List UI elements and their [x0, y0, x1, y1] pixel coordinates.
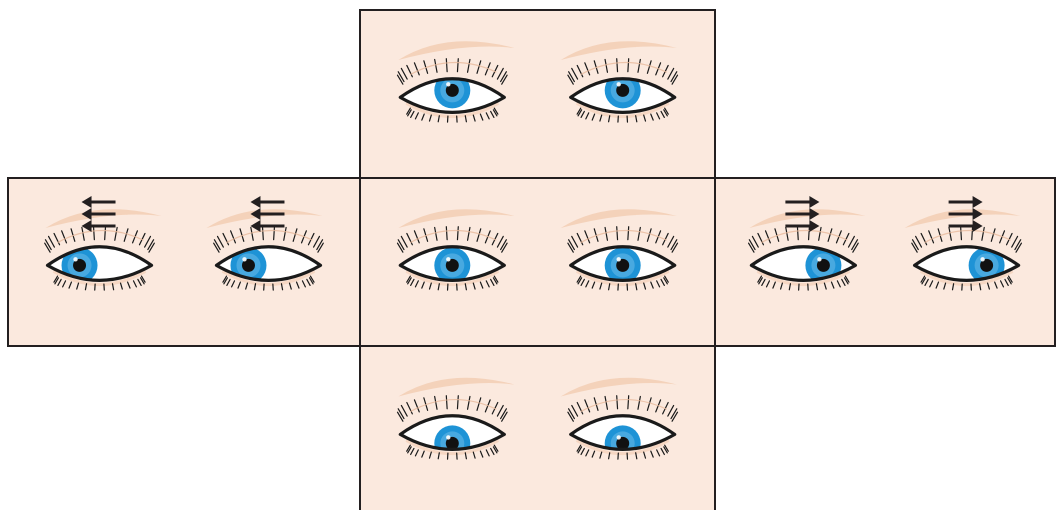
- panel-left: [8, 178, 360, 346]
- arrows-left-left: [82, 196, 116, 232]
- panel-center: [360, 178, 715, 346]
- panel-right: [715, 178, 1055, 346]
- arrows-right-left: [250, 196, 284, 232]
- arrows-right-right: [949, 196, 983, 232]
- panel-up: [360, 10, 715, 178]
- panel-down: [360, 346, 715, 510]
- arrows-left-right: [785, 196, 819, 232]
